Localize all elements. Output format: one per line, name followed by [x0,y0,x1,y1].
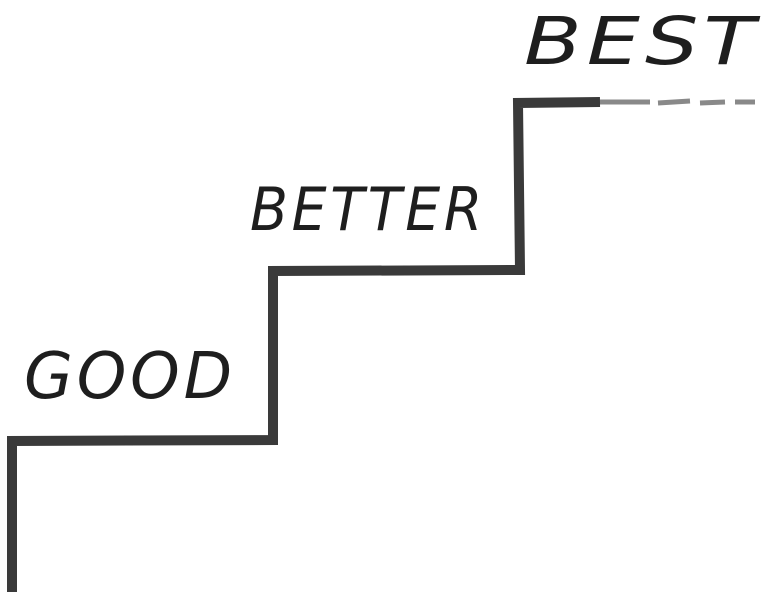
label-better: BETTER [250,175,486,245]
staircase-line [7,97,601,592]
label-best: BEST [524,3,761,80]
staircase-fading-top [600,98,755,106]
label-good: GOOD [24,340,236,414]
